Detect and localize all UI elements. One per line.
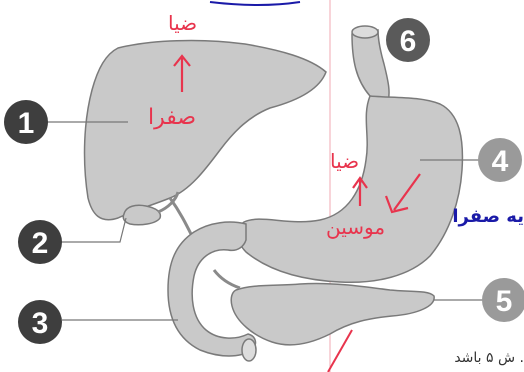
liver-annotation-top: ضیا xyxy=(168,11,197,35)
liver xyxy=(85,41,326,220)
esophagus xyxy=(352,30,389,106)
right-blue-note: یه صفرا xyxy=(452,206,524,227)
label-2-text: 2 xyxy=(32,227,49,260)
bottom-red-stroke xyxy=(328,330,352,372)
stomach-annotation-top: ضیا xyxy=(330,149,359,173)
liver-annotation-bottom: صفرا xyxy=(148,105,196,130)
leader-2 xyxy=(60,218,126,242)
label-3: 3 xyxy=(18,300,62,344)
label-1-text: 1 xyxy=(18,107,35,140)
stomach-annotation-bottom: موسین xyxy=(326,215,385,239)
label-1: 1 xyxy=(4,100,48,144)
label-2: 2 xyxy=(18,220,62,264)
label-4: 4 xyxy=(478,138,522,182)
gallbladder xyxy=(123,205,160,224)
pancreatic-duct xyxy=(214,270,240,288)
label-5-text: 5 xyxy=(496,285,513,318)
bottom-right-text: ش ۵ باشد . xyxy=(454,350,524,366)
pancreas xyxy=(231,283,434,344)
intestine-end xyxy=(242,339,256,361)
label-5: 5 xyxy=(482,278,524,322)
esophagus-opening xyxy=(352,26,378,38)
label-6: 6 xyxy=(386,18,430,62)
label-3-text: 3 xyxy=(32,307,49,340)
stomach xyxy=(238,96,462,282)
label-6-text: 6 xyxy=(400,25,417,58)
label-4-text: 4 xyxy=(492,145,509,178)
top-clipped-text xyxy=(210,2,300,5)
